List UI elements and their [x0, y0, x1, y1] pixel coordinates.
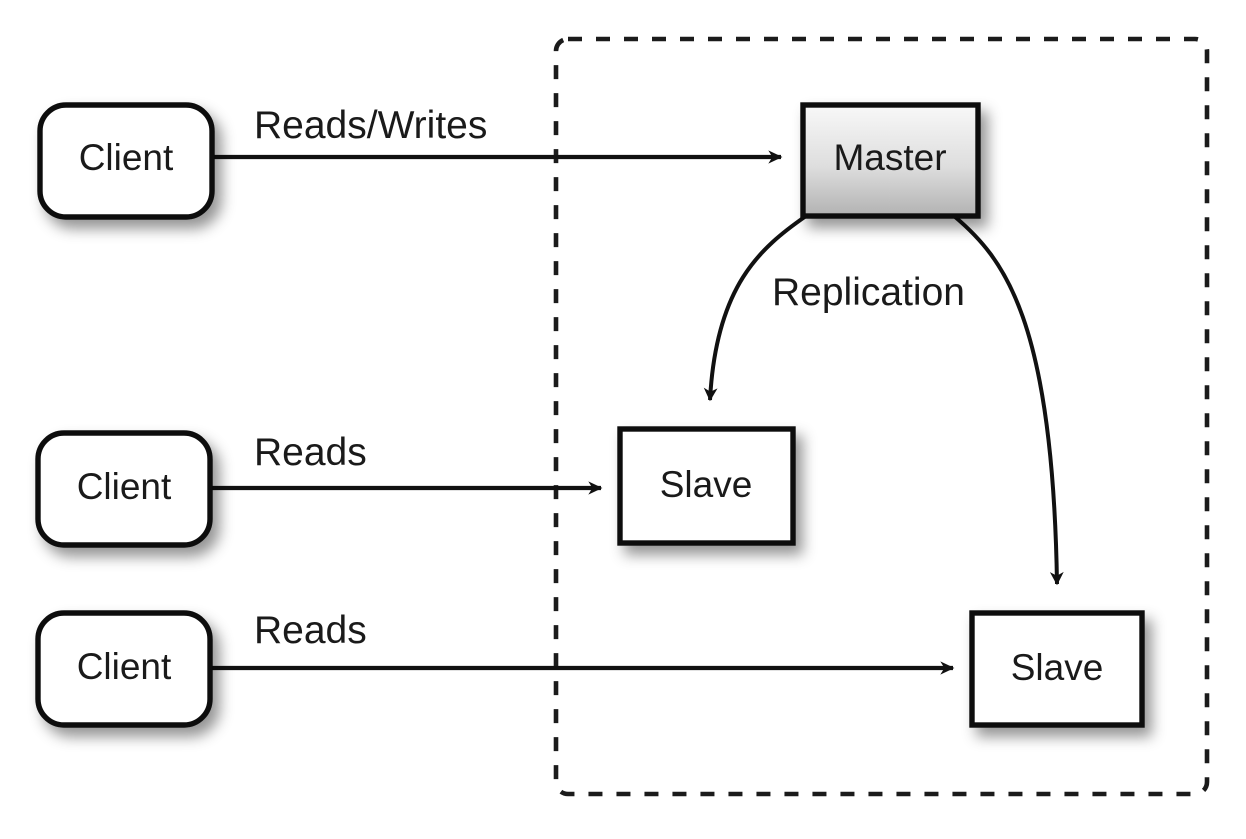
client-3-box[interactable] — [35, 610, 213, 728]
slave-1-label: Slave — [660, 464, 753, 505]
node-master[interactable]: Master — [800, 102, 981, 219]
edge-master-slave2 — [952, 214, 1064, 586]
slave-2-box[interactable] — [969, 610, 1145, 728]
slave-1-box[interactable] — [617, 426, 796, 546]
edge-label-replication: Replication — [772, 271, 965, 314]
master-box[interactable] — [800, 102, 981, 219]
client-1-box[interactable] — [37, 102, 215, 220]
node-slave-2[interactable]: Slave — [969, 610, 1145, 728]
client-3-label: Client — [77, 646, 172, 687]
edge-master-slave1 — [703, 214, 808, 402]
node-slave-1[interactable]: Slave — [617, 426, 796, 546]
edge-label-reads-2: Reads — [254, 609, 367, 652]
node-client-1[interactable]: Client — [37, 102, 215, 220]
edge-label-reads-1: Reads — [254, 431, 367, 474]
client-2-label: Client — [77, 466, 172, 507]
slave-2-label: Slave — [1011, 647, 1104, 688]
replication-cluster-boundary — [553, 36, 1210, 797]
client-1-label: Client — [79, 137, 174, 178]
client-2-box[interactable] — [35, 430, 213, 548]
node-client-2[interactable]: Client — [35, 430, 213, 548]
edge-label-reads-writes: Reads/Writes — [254, 104, 487, 147]
master-label: Master — [833, 137, 946, 178]
node-client-3[interactable]: Client — [35, 610, 213, 728]
